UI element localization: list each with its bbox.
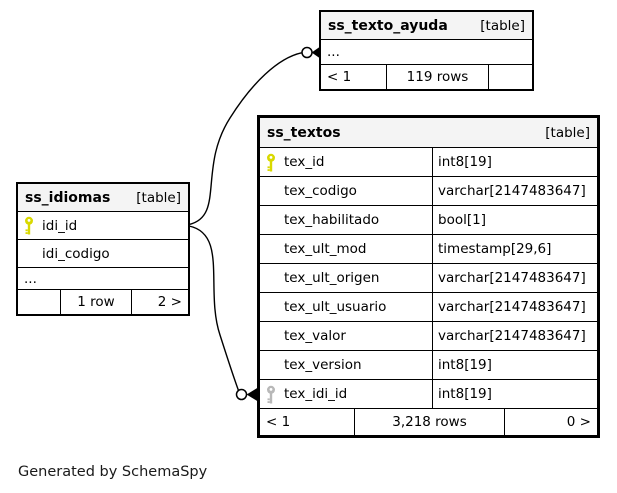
footer-row-count: 3,218 rows: [354, 409, 504, 435]
footer-child-count: 0 >: [504, 409, 597, 435]
footer-child-count: [488, 65, 532, 89]
footer-parent-count: [18, 290, 60, 314]
zero-or-more-circle: [301, 46, 313, 59]
table-ss_texto_ayuda: ss_texto_ayuda [table] ... < 1 119 rows: [319, 10, 534, 91]
collapsed-columns-row: ...: [321, 40, 532, 65]
column-name: tex_valor: [284, 328, 346, 344]
table-name-link[interactable]: ss_textos: [267, 124, 341, 141]
column-name: tex_ult_origen: [284, 270, 380, 286]
primary-key-icon: [24, 216, 33, 235]
column-row-tex_idi_id: tex_idi_id int8[19]: [260, 380, 597, 409]
table-footer: 1 row 2 >: [18, 290, 188, 314]
column-row-tex_codigo: tex_codigo varchar[2147483647]: [260, 177, 597, 206]
footer-parent-count: < 1: [266, 414, 291, 430]
column-type: int8[19]: [438, 357, 492, 373]
table-type-label: [table]: [480, 17, 525, 34]
column-name: tex_codigo: [284, 183, 357, 199]
column-type: varchar[2147483647]: [438, 299, 586, 315]
column-name: tex_idi_id: [284, 386, 348, 402]
column-type: varchar[2147483647]: [438, 328, 586, 344]
column-row-tex_ult_mod: tex_ult_mod timestamp[29,6]: [260, 235, 597, 264]
column-name: tex_ult_usuario: [284, 299, 387, 315]
foreign-key-icon: [266, 385, 275, 403]
column-name: tex_habilitado: [284, 212, 380, 228]
column-type: int8[19]: [438, 154, 492, 170]
ellipsis-label: ...: [24, 270, 37, 287]
table-header: ss_texto_ayuda [table]: [321, 12, 532, 40]
column-name: idi_id: [42, 217, 78, 234]
column-name: idi_codigo: [42, 245, 110, 262]
column-type: timestamp[29,6]: [438, 241, 552, 257]
column-row-idi_id: idi_id: [18, 212, 188, 240]
connector-idiomas-to-textos: [188, 225, 257, 401]
table-name-link[interactable]: ss_texto_ayuda: [328, 17, 448, 34]
column-row-tex_ult_origen: tex_ult_origen varchar[2147483647]: [260, 264, 597, 293]
table-ss_textos: ss_textos [table] tex_id int8[19] tex_co…: [257, 115, 600, 438]
footer-row-count: 119 rows: [386, 65, 488, 89]
primary-key-icon: [266, 153, 275, 171]
column-row-tex_version: tex_version int8[19]: [260, 351, 597, 380]
table-type-label: [table]: [136, 189, 181, 206]
footer-row-count: 1 row: [60, 290, 131, 314]
footer-child-count: 2 >: [131, 290, 188, 314]
column-type: int8[19]: [438, 386, 492, 402]
column-type: varchar[2147483647]: [438, 183, 586, 199]
table-footer: < 1 3,218 rows 0 >: [260, 409, 597, 435]
table-type-label: [table]: [545, 124, 590, 141]
column-row-tex_ult_usuario: tex_ult_usuario varchar[2147483647]: [260, 293, 597, 322]
table-ss_idiomas: ss_idiomas [table] idi_id idi_codigo ...…: [16, 182, 190, 316]
footer-parent-count: < 1: [327, 69, 352, 85]
collapsed-columns-row: ...: [18, 268, 188, 290]
column-row-idi_codigo: idi_codigo: [18, 240, 188, 268]
column-type: bool[1]: [438, 212, 486, 228]
table-header: ss_textos [table]: [260, 118, 597, 148]
arrowhead-icon: [246, 388, 257, 401]
ellipsis-label: ...: [327, 44, 340, 60]
column-row-tex_valor: tex_valor varchar[2147483647]: [260, 322, 597, 351]
column-row-tex_habilitado: tex_habilitado bool[1]: [260, 206, 597, 235]
column-name: tex_version: [284, 357, 362, 373]
table-name-link[interactable]: ss_idiomas: [25, 189, 111, 206]
table-header: ss_idiomas [table]: [18, 184, 188, 212]
table-footer: < 1 119 rows: [321, 65, 532, 89]
column-type: varchar[2147483647]: [438, 270, 586, 286]
zero-or-more-circle: [235, 388, 248, 401]
generator-note: Generated by SchemaSpy: [18, 464, 208, 480]
column-name: tex_id: [284, 154, 325, 170]
column-name: tex_ult_mod: [284, 241, 367, 257]
column-row-tex_id: tex_id int8[19]: [260, 148, 597, 177]
